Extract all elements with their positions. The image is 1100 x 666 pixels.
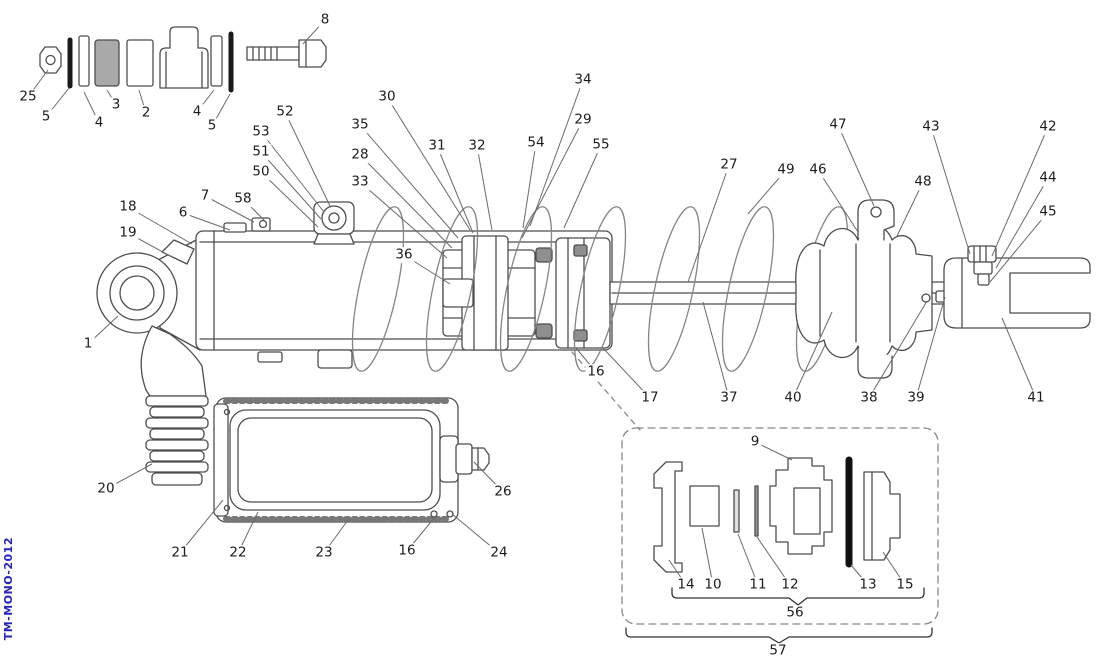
compression-adjuster — [140, 325, 209, 486]
hardware-kit — [39, 26, 327, 93]
reservoir — [213, 397, 490, 523]
bracket-57 — [625, 627, 933, 644]
coil-spring — [351, 206, 849, 372]
leader-lines — [27, 19, 1049, 586]
watermark: TM-MONO-2012 — [2, 536, 15, 640]
seal-head-assembly — [442, 235, 611, 351]
piston-kit-inset — [571, 351, 939, 644]
spring-seat — [795, 199, 933, 379]
hose-mount — [313, 201, 355, 245]
clevis-fork — [943, 257, 1091, 329]
bracket-56 — [671, 587, 925, 606]
rod-adjusters — [967, 245, 997, 286]
